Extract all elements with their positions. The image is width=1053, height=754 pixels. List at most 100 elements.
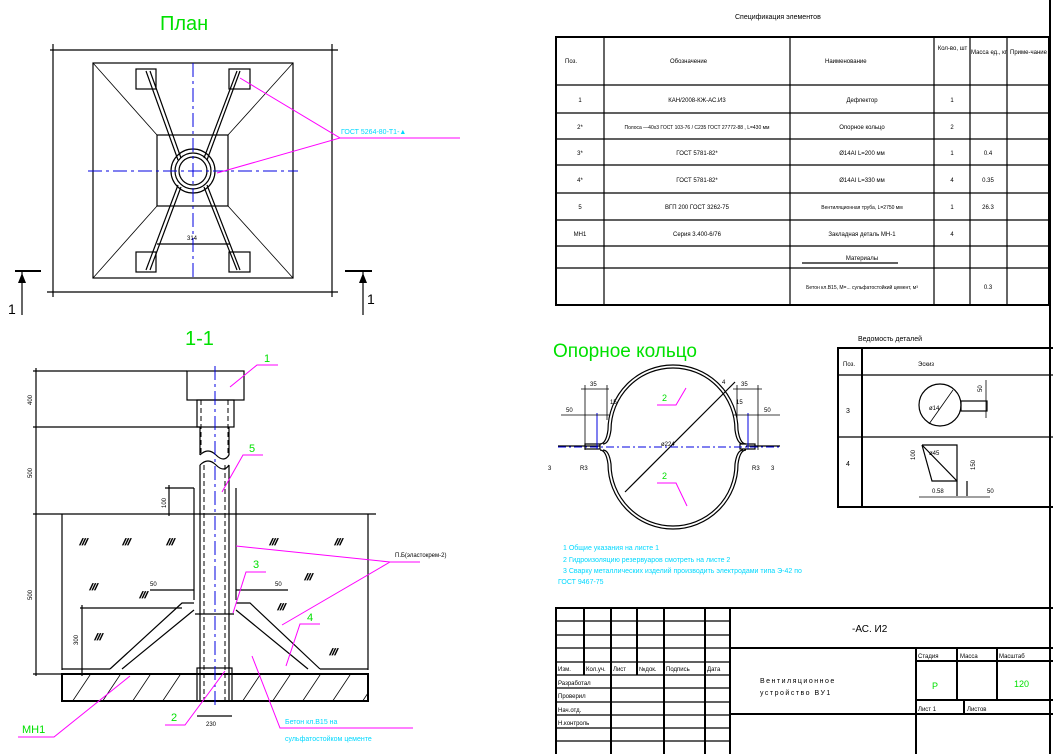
spec-cell-mass: 0.35	[982, 178, 994, 184]
dim-low: 500	[28, 589, 34, 600]
spec-cell-mass: 0.4	[984, 151, 993, 157]
details-table: Ведомость деталей Поз. Эскиз 3 4 ø14 50 …	[837, 335, 1053, 508]
callout-mh1: МН1	[22, 724, 45, 736]
plan-dim: 314	[187, 236, 198, 242]
scale-value: 120	[1014, 679, 1029, 689]
note-3: 3 Сварку металлических изделий производи…	[563, 567, 802, 575]
seal-label: П.Б(эластокрем-2)	[395, 553, 446, 559]
svg-text:///: ///	[269, 537, 279, 547]
col-izm: Изм.	[558, 667, 571, 673]
spec-cell-mass: 26.3	[982, 205, 994, 211]
plan-title: План	[160, 13, 208, 35]
detail-pos-4: 4	[846, 461, 850, 468]
svg-text:///: ///	[304, 572, 314, 582]
spec-cell-qty: 1	[950, 98, 954, 104]
spec-cell-name: Материалы	[846, 256, 878, 262]
ring-dim-width-left: 35	[590, 382, 597, 388]
ring-callout-top: 2	[662, 393, 667, 403]
ring-title: Опорное кольцо	[553, 341, 697, 362]
spec-cell-code: ГОСТ 5781-82*	[676, 178, 718, 184]
callout-2: 2	[171, 712, 177, 724]
dim-gap-right: 50	[275, 582, 282, 588]
spec-row: Бетон кл.В15, М=... сульфатостойкий цеме…	[806, 284, 993, 291]
project-name-1: Вентиляционное	[760, 678, 836, 685]
svg-text:///: ///	[166, 537, 176, 547]
header-name: Наименование	[825, 59, 867, 65]
detail-3-len: 50	[978, 385, 984, 392]
role-head: Нач.отд.	[558, 708, 582, 714]
spec-row: 2*Полоса —40х3 ГОСТ 103-76 / С235 ГОСТ 2…	[577, 125, 954, 131]
ring-view: Опорное кольцо 35 35 50 50 15 15 ø224 R3…	[548, 341, 780, 530]
title-block: Изм. Кол.уч. Лист №док. Подпись Дата Раз…	[555, 0, 1053, 754]
ring-callout-bottom: 2	[662, 471, 667, 481]
role-dev: Разработал	[558, 681, 591, 687]
ring-dim-t-right: 3	[771, 466, 775, 472]
spec-cell-name: Ø14АI L=200 мм	[839, 151, 884, 157]
svg-text:///: ///	[122, 537, 132, 547]
spec-cell-code: Серия 3.400-6/76	[673, 232, 722, 238]
concrete-note-1: Бетон кл.В15 на	[285, 719, 338, 726]
detail-4-side: 150	[971, 459, 977, 470]
header-code: Обозначение	[670, 59, 708, 65]
project-name-2: устройство ВУ1	[760, 689, 832, 697]
dim-top: 400	[28, 394, 34, 405]
spec-cell-name: Вентиляционная труба, L=2750 мм	[821, 205, 903, 211]
ring-dim-diameter: ø224	[661, 442, 675, 448]
detail-pos-3: 3	[846, 408, 850, 415]
header-mass: Масса ед., кг	[971, 50, 1007, 56]
spec-title: Спецификация элементов	[735, 14, 821, 21]
stage-label: Стадия	[918, 654, 938, 660]
spec-cell-name: Бетон кл.В15, М=... сульфатостойкий цеме…	[806, 284, 918, 291]
spec-cell-name: Опорное кольцо	[839, 125, 885, 131]
doc-code: -АС. И2	[852, 624, 888, 635]
col-list: Лист	[613, 667, 626, 673]
spec-cell-pos: 4*	[577, 178, 583, 184]
callout-3: 3	[253, 559, 259, 571]
dim-cone: 300	[74, 634, 80, 645]
header-qty: Кол-во, шт	[937, 46, 968, 52]
plan-view: План 314 ГОСТ 5264-80-Т1-▲ 1 1	[8, 13, 460, 317]
detail-3-dia: ø14	[929, 406, 940, 412]
svg-text:///: ///	[329, 647, 339, 657]
details-title: Ведомость деталей	[858, 335, 922, 343]
spec-cell-qty: 1	[950, 205, 954, 211]
role-control: Н.контроль	[558, 721, 589, 727]
col-date: Дата	[707, 667, 721, 673]
stage-value: Р	[932, 681, 938, 691]
spec-cell-code: Полоса —40х3 ГОСТ 103-76 / С235 ГОСТ 277…	[624, 125, 770, 131]
sheet-no: Лист 1	[918, 707, 937, 713]
ring-dim-gap-left: 50	[566, 408, 573, 414]
spec-cell-qty: 2	[950, 125, 954, 131]
note-4: ГОСТ 9467-75	[558, 579, 604, 586]
dim-mid: 500	[28, 467, 34, 478]
dim-collar: 100	[162, 497, 168, 508]
spec-table: Спецификация элементов Поз. Обозначение …	[555, 14, 1050, 306]
detail-4-tab: 50	[987, 489, 994, 495]
spec-cell-name: Дефлектор	[846, 98, 878, 104]
ring-dim-h-left: 15	[610, 400, 617, 406]
ring-dim-r-right: R3	[752, 466, 760, 472]
detail-4-base: 0.58	[932, 489, 944, 495]
detail-4-diag: ø45	[929, 451, 940, 457]
spec-cell-mass: 0.3	[984, 285, 993, 291]
callout-4: 4	[307, 612, 313, 624]
spec-cell-name: Ø14АI L=330 мм	[839, 178, 884, 184]
spec-row: Материалы	[846, 256, 878, 262]
note-1: 1 Общие указания на листе 1	[563, 544, 659, 552]
concrete-note-2: сульфатостойком цементе	[285, 735, 372, 743]
header-pos: Поз.	[565, 59, 577, 65]
svg-text:///: ///	[139, 590, 149, 600]
note-2: 2 Гидроизоляцию резервуаров смотреть на …	[563, 557, 730, 564]
svg-text:///: ///	[94, 632, 104, 642]
spec-cell-pos: 3*	[577, 151, 583, 157]
col-doc: №док.	[639, 666, 657, 673]
ring-dim-r-left: R3	[580, 466, 588, 472]
svg-text:///: ///	[79, 537, 89, 547]
details-header-sketch: Эскиз	[918, 362, 934, 368]
section-title: 1-1	[185, 328, 214, 350]
spec-cell-pos: 5	[578, 205, 582, 211]
ring-dim-gap-right: 50	[764, 408, 771, 414]
